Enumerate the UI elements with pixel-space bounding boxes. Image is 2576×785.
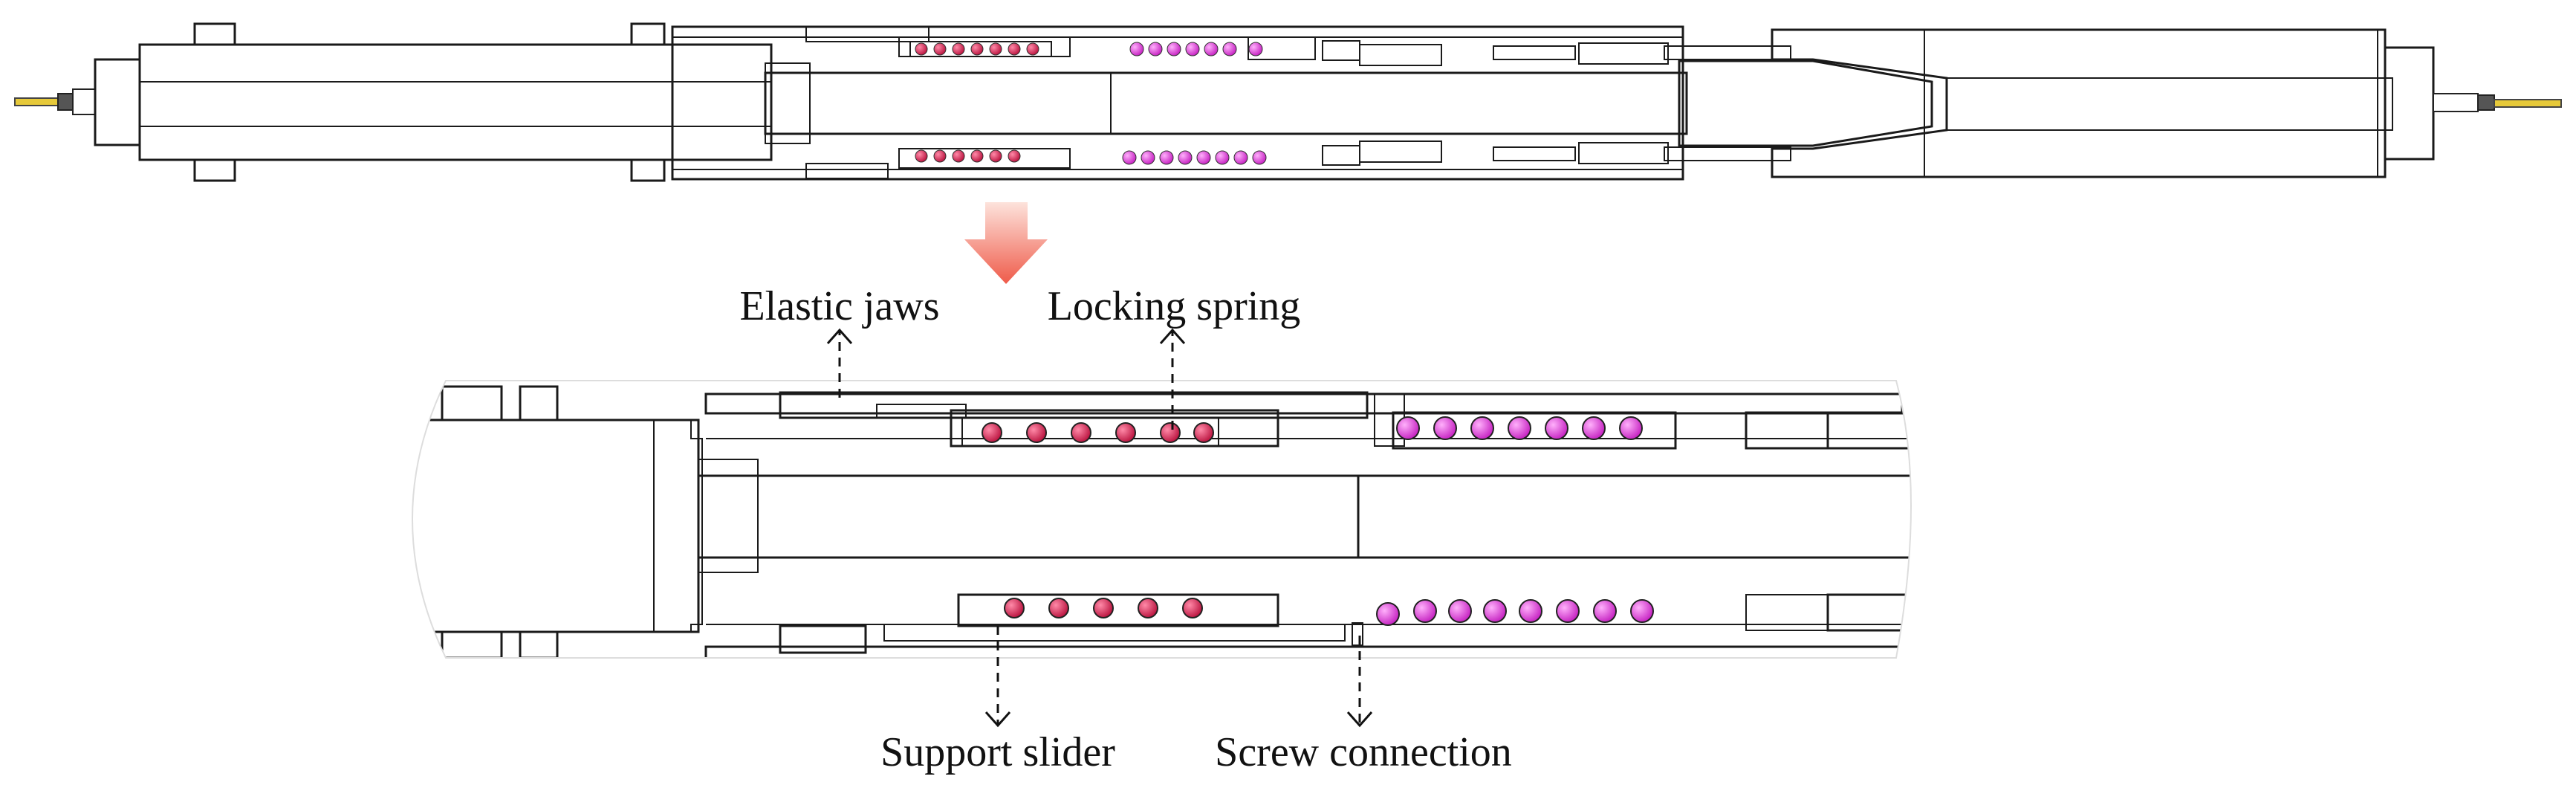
overview-return-spring-upper: [1129, 42, 1263, 56]
label-screw-connection: Screw connection: [1215, 729, 1512, 775]
label-elastic-jaws: Elastic jaws: [739, 283, 939, 329]
label-support-slider: Support slider: [880, 729, 1115, 775]
callout-support-slider-leader: [984, 626, 1011, 728]
callout-locking-spring-leader: [1159, 328, 1186, 430]
locking-spring-coils-lower: [1004, 598, 1203, 618]
locking-spring-coils: [982, 422, 1214, 443]
overview-locking-spring-lower: [915, 149, 1021, 163]
callout-screw-connection-leader: [1346, 636, 1373, 728]
overview-return-spring-lower: [1122, 150, 1267, 165]
return-spring-coils-upper: [1396, 416, 1643, 440]
callout-elastic-jaws-leader: [826, 328, 853, 398]
overview-assembly: [14, 22, 2562, 182]
down-arrow-icon: [964, 202, 1048, 284]
overview-locking-spring-upper: [915, 42, 1039, 56]
detail-enlarged-view: [412, 381, 1911, 658]
label-locking-spring: Locking spring: [1048, 283, 1301, 329]
return-spring-coils-lower: [1376, 599, 1654, 626]
detail-view-outline: [412, 380, 1912, 659]
